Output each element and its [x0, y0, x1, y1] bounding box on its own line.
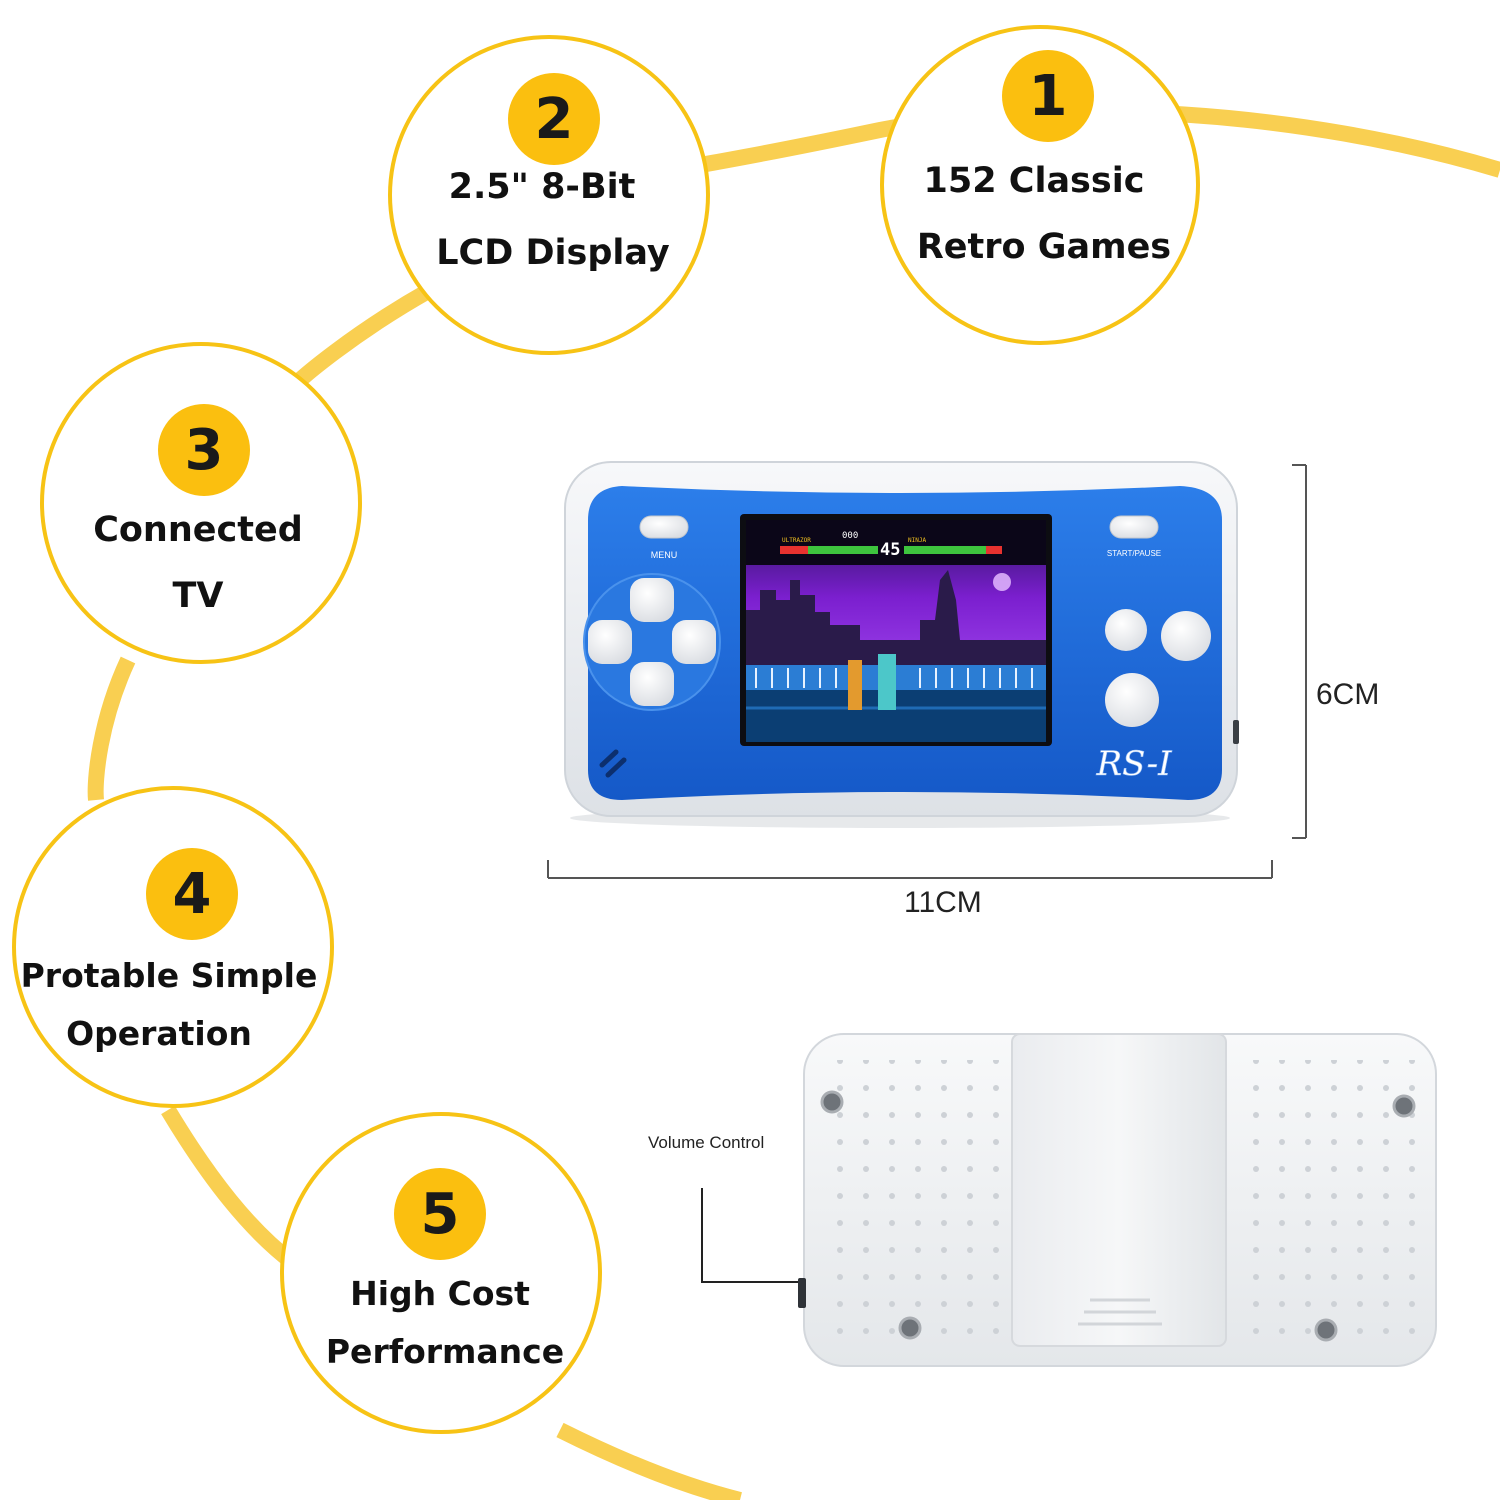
- hud-timer: 45: [880, 540, 900, 560]
- badge-1: 1: [1002, 50, 1094, 142]
- badge-5: 5: [394, 1168, 486, 1260]
- feature-4-line-2: Operation: [66, 1014, 252, 1053]
- dpad-right[interactable]: [672, 620, 716, 664]
- volume-pointer-line: [701, 1188, 798, 1283]
- back-vent-right: [1240, 1060, 1420, 1345]
- feature-1-line-1: 152 Classic: [923, 161, 1145, 201]
- screen-hud-band: [746, 520, 1046, 565]
- feature-5-line-2: Performance: [325, 1332, 565, 1371]
- feature-3: 3 Connected TV: [40, 342, 362, 664]
- feature-1-line-2: Retro Games: [916, 227, 1172, 267]
- badge-3: 3: [158, 404, 250, 496]
- screw-icon: [820, 1090, 844, 1114]
- feature-5-line-1: High Cost: [350, 1274, 530, 1313]
- screw-icon: [1314, 1318, 1338, 1342]
- back-vent-left: [822, 1060, 1002, 1345]
- speaker-grille-icon: [599, 749, 627, 778]
- screen-skyline: [746, 570, 1046, 665]
- hud-p1-name: ULTRAZOR: [782, 537, 811, 544]
- side-jack: [1233, 720, 1239, 744]
- feature-2-line-1: 2.5" 8-Bit: [448, 167, 636, 207]
- fighter-2: [878, 654, 896, 710]
- button-b[interactable]: [1105, 673, 1159, 727]
- feature-4: 4 Protable Simple Operation: [12, 786, 334, 1108]
- p1-health-fill: [808, 546, 878, 554]
- model-logo: RS-I: [1095, 744, 1172, 784]
- hud-score: 000: [842, 531, 858, 541]
- volume-wheel[interactable]: [798, 1278, 806, 1308]
- screw-icon: [898, 1316, 922, 1340]
- hud-p2-name: NINJA: [908, 537, 926, 544]
- volume-control-label: Volume Control: [648, 1133, 765, 1152]
- p2-health-fill: [904, 546, 986, 554]
- button-a[interactable]: [1161, 611, 1211, 661]
- feature-4-line-1: Protable Simple: [20, 956, 318, 995]
- fighter-1: [848, 660, 862, 710]
- feature-2-line-2: LCD Display: [436, 233, 670, 273]
- menu-button-label: MENU: [651, 550, 678, 560]
- button-x[interactable]: [1105, 609, 1147, 651]
- start-pause-button[interactable]: [1109, 515, 1159, 539]
- feature-1: 1 152 Classic Retro Games: [880, 25, 1200, 345]
- feature-3-line-1: Connected: [93, 510, 303, 550]
- screen-moon: [993, 573, 1011, 591]
- dpad[interactable]: [588, 578, 716, 706]
- dpad-down[interactable]: [630, 662, 674, 706]
- feature-2: 2 2.5" 8-Bit LCD Display: [388, 35, 710, 355]
- feature-3-line-2: TV: [172, 576, 224, 616]
- battery-cover-grip: [1078, 1298, 1162, 1326]
- menu-button[interactable]: [639, 515, 689, 539]
- screen-railing-bars: [755, 668, 1033, 688]
- dpad-well: [583, 573, 721, 711]
- badge-2: 2: [508, 73, 600, 165]
- screw-icon: [1392, 1094, 1416, 1118]
- dpad-up[interactable]: [630, 578, 674, 622]
- width-label: 11CM: [904, 886, 982, 919]
- feature-5: 5 High Cost Performance: [280, 1112, 602, 1434]
- dpad-left[interactable]: [588, 620, 632, 664]
- height-label: 6CM: [1316, 678, 1380, 711]
- battery-cover[interactable]: [1011, 1033, 1227, 1347]
- start-pause-label: START/PAUSE: [1107, 549, 1161, 558]
- badge-4: 4: [146, 848, 238, 940]
